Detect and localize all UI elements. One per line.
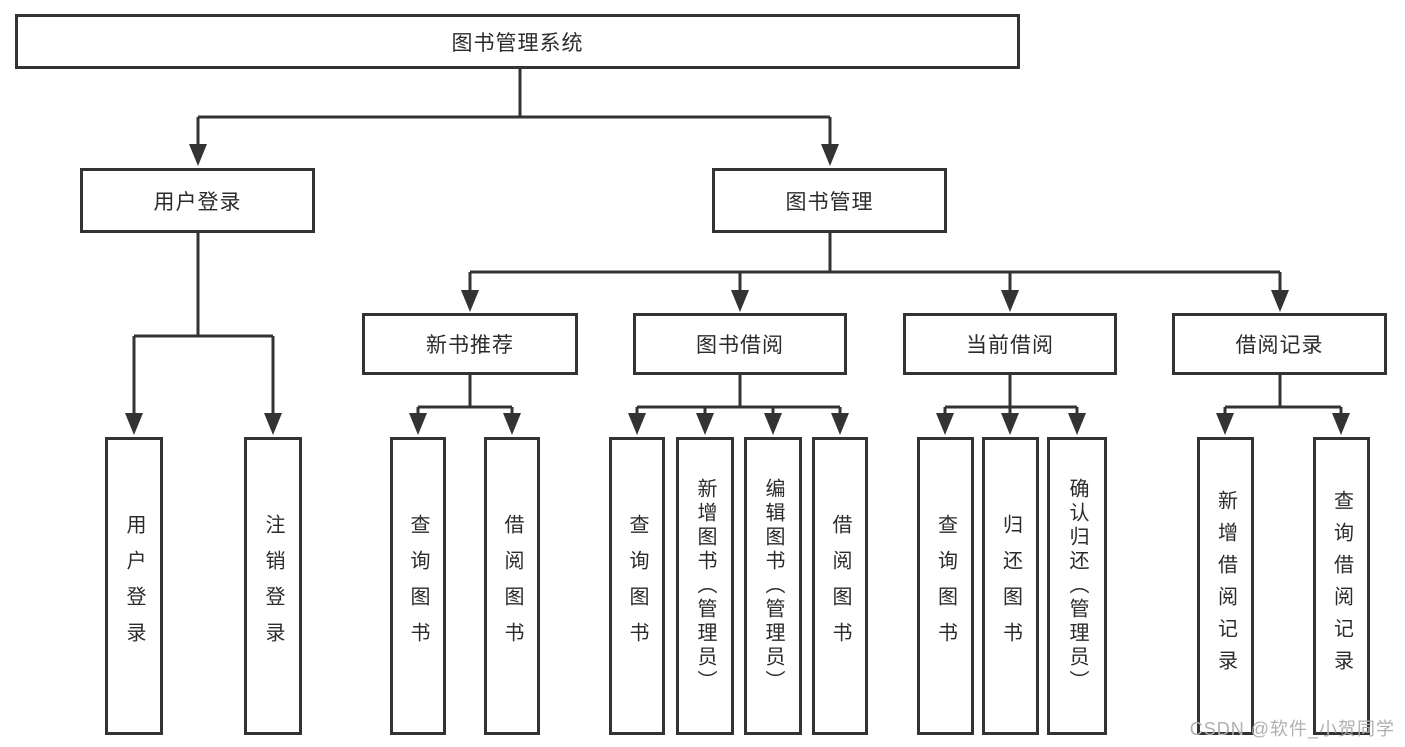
arrow-down-icon	[831, 413, 849, 435]
leaf-user-login: 用户登录	[105, 437, 163, 735]
node-borrow-records: 借阅记录	[1172, 313, 1387, 375]
connector-current-children	[943, 375, 1079, 414]
connector-user-login-children	[132, 233, 275, 414]
arrow-down-icon	[731, 290, 749, 312]
leaf-borrow-borrow-books: 借阅图书	[812, 437, 868, 735]
csdn-watermark: CSDN @软件_小贺同学	[1189, 719, 1395, 739]
connector-borrow-children	[635, 375, 842, 414]
arrow-down-icon	[1068, 413, 1086, 435]
arrow-down-icons-borrow	[628, 413, 849, 435]
connector-root-to-level2	[196, 69, 832, 147]
leaf-current-confirm-return: 确认归还（管理员）	[1047, 437, 1107, 735]
node-user-login: 用户登录	[80, 168, 315, 233]
connector-book-management-children	[468, 233, 1282, 292]
arrow-down-icons-user-login	[125, 413, 282, 435]
leaf-current-query-books: 查询图书	[917, 437, 974, 735]
arrow-down-icon	[1271, 290, 1289, 312]
arrow-down-icon	[764, 413, 782, 435]
arrow-down-icons-records	[1216, 413, 1350, 435]
arrow-down-icon	[696, 413, 714, 435]
arrow-down-icon	[1332, 413, 1350, 435]
leaf-recommend-query-books: 查询图书	[390, 437, 446, 735]
arrow-down-icon	[1001, 413, 1019, 435]
node-book-borrow: 图书借阅	[633, 313, 847, 375]
arrow-down-icons-level3	[461, 290, 1289, 312]
arrow-down-icon	[1216, 413, 1234, 435]
arrow-down-icon	[409, 413, 427, 435]
leaf-current-return-books: 归还图书	[982, 437, 1039, 735]
leaf-borrow-query-books: 查询图书	[609, 437, 665, 735]
connector-records-children	[1223, 375, 1343, 414]
arrow-down-icon	[125, 413, 143, 435]
arrow-down-icon	[821, 144, 839, 166]
connector-recommend-children	[416, 375, 514, 414]
leaf-logout: 注销登录	[244, 437, 302, 735]
arrow-down-icons-recommend	[409, 413, 521, 435]
node-current-borrow: 当前借阅	[903, 313, 1117, 375]
leaf-recommend-borrow-books: 借阅图书	[484, 437, 540, 735]
arrow-down-icons-level2	[189, 144, 839, 166]
arrow-down-icons-current	[936, 413, 1086, 435]
arrow-down-icon	[189, 144, 207, 166]
leaf-borrow-add-books: 新增图书（管理员）	[676, 437, 734, 735]
arrow-down-icon	[628, 413, 646, 435]
leaf-records-add-record: 新增借阅记录	[1197, 437, 1254, 735]
arrow-down-icon	[1001, 290, 1019, 312]
leaf-records-query-record: 查询借阅记录	[1313, 437, 1370, 735]
arrow-down-icon	[503, 413, 521, 435]
arrow-down-icon	[936, 413, 954, 435]
node-book-management: 图书管理	[712, 168, 947, 233]
node-new-book-recommend: 新书推荐	[362, 313, 578, 375]
arrow-down-icon	[461, 290, 479, 312]
arrow-down-icon	[264, 413, 282, 435]
leaf-borrow-edit-books: 编辑图书（管理员）	[744, 437, 802, 735]
node-root: 图书管理系统	[15, 14, 1020, 69]
